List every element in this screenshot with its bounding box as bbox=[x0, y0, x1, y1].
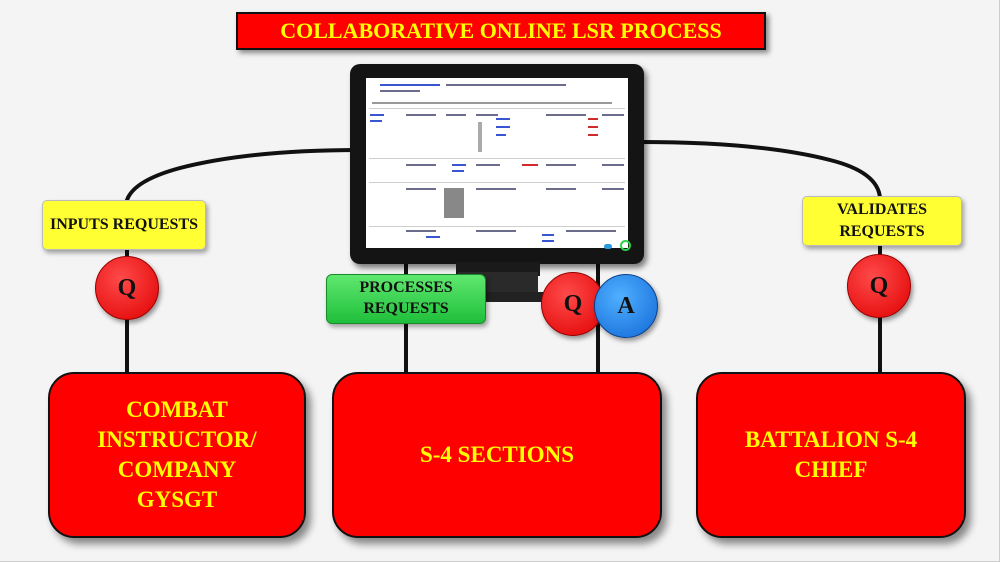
answer-circle-center: A bbox=[594, 274, 658, 338]
box-battalion-s4-chief: BATTALION S-4 CHIEF bbox=[696, 372, 966, 538]
box-s4-sections-text: S-4 SECTIONS bbox=[419, 442, 575, 468]
connector-right-arc bbox=[639, 140, 882, 199]
question-circle-left: Q bbox=[95, 256, 159, 320]
power-icon bbox=[620, 240, 631, 251]
question-circle-center: Q bbox=[541, 272, 605, 336]
question-circle-right: Q bbox=[847, 254, 911, 318]
box-battalion-s4-chief-text: BATTALION S-4 CHIEF bbox=[744, 427, 918, 482]
label-validates-requests: VALIDATES REQUESTS bbox=[802, 196, 962, 246]
label-inputs-requests: INPUTS REQUESTS bbox=[42, 200, 206, 250]
box-combat-instructor: COMBAT INSTRUCTOR/ COMPANY GYSGT bbox=[48, 372, 306, 538]
box-combat-instructor-text: COMBAT INSTRUCTOR/ COMPANY GYSGT bbox=[97, 397, 257, 512]
diagram-title: COLLABORATIVE ONLINE LSR PROCESS bbox=[236, 12, 766, 50]
monitor-stand-base bbox=[404, 292, 594, 302]
box-s4-sections: S-4 SECTIONS bbox=[332, 372, 662, 538]
monitor-screen bbox=[366, 78, 628, 248]
connector-left-arc bbox=[124, 148, 361, 206]
monitor bbox=[350, 64, 644, 264]
monitor-indicator-icon bbox=[604, 244, 612, 249]
label-processes-requests: PROCESSES REQUESTS bbox=[326, 274, 486, 324]
